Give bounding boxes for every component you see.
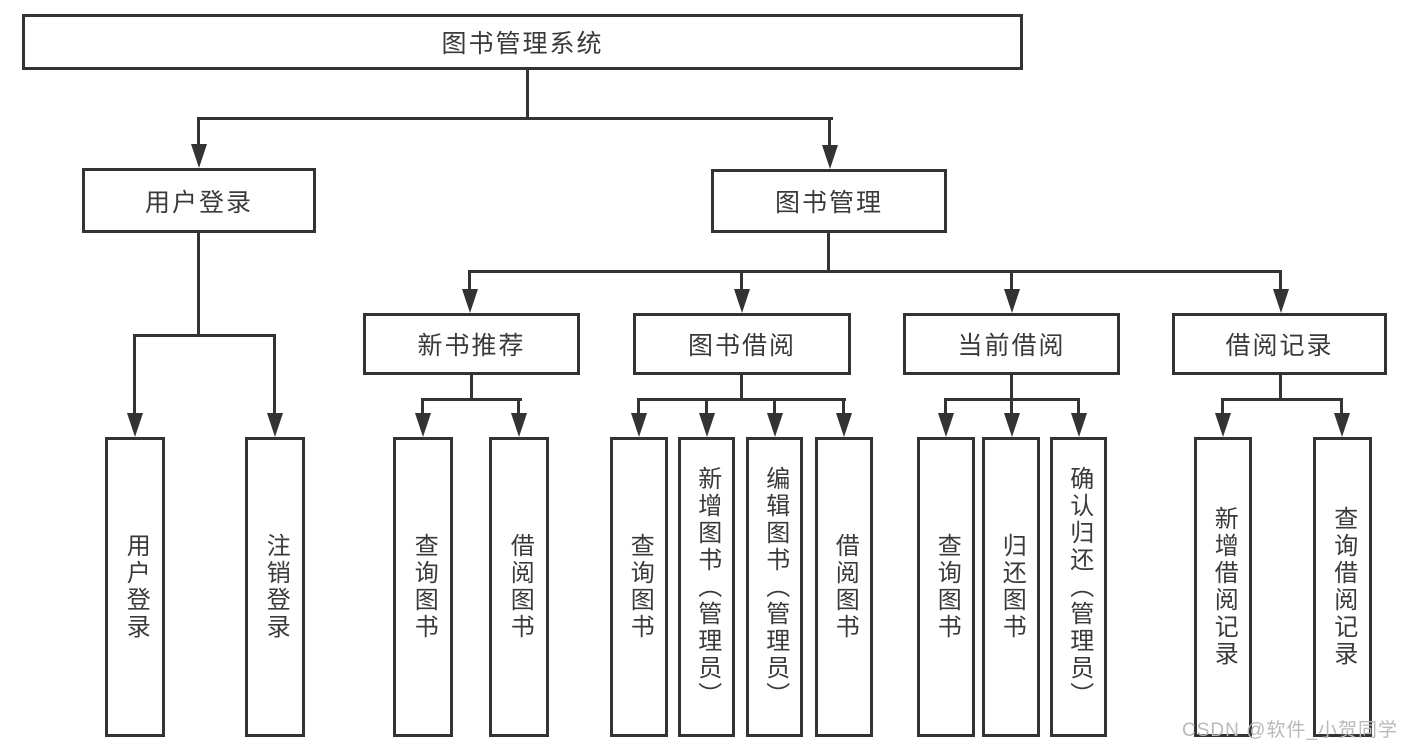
connector-line (133, 334, 276, 337)
arrow-down-icon (836, 413, 852, 437)
arrow-down-icon (734, 289, 750, 313)
leaf-add-borrow-record: 新增借阅记录 (1194, 437, 1252, 737)
arrow-down-icon (462, 289, 478, 313)
node-new-book-recommend: 新书推荐 (363, 313, 580, 375)
connector-line (773, 398, 776, 418)
connector-line (133, 334, 136, 418)
connector-line (1010, 375, 1013, 401)
connector-line (197, 233, 200, 336)
arrow-down-icon (127, 413, 143, 437)
arrow-down-icon (191, 144, 207, 168)
arrow-down-icon (938, 413, 954, 437)
leaf-query-books-borrowing: 查询图书 (610, 437, 668, 737)
connector-line (470, 375, 473, 401)
connector-line (526, 70, 529, 119)
connector-line (517, 398, 520, 418)
leaf-logout: 注销登录 (245, 437, 305, 737)
leaf-query-books-current: 查询图书 (917, 437, 975, 737)
node-book-borrowing: 图书借阅 (633, 313, 851, 375)
connector-line (827, 233, 830, 272)
connector-line (1279, 270, 1282, 293)
connector-line (1221, 398, 1224, 418)
leaf-borrow-books-borrowing: 借阅图书 (815, 437, 873, 737)
arrow-down-icon (1071, 413, 1087, 437)
connector-line (740, 270, 743, 293)
arrow-down-icon (767, 413, 783, 437)
watermark-text: CSDN @软件_小贺同学 (1182, 720, 1398, 741)
arrow-down-icon (699, 413, 715, 437)
leaf-borrow-books-recommend: 借阅图书 (489, 437, 549, 737)
connector-line (421, 398, 424, 418)
connector-line (705, 398, 708, 418)
leaf-user-login: 用户登录 (105, 437, 165, 737)
connector-line (1279, 375, 1282, 401)
connector-line (197, 117, 200, 148)
arrow-down-icon (267, 413, 283, 437)
leaf-confirm-return-admin: 确认归还（管理员） (1050, 437, 1107, 737)
node-root: 图书管理系统 (22, 14, 1023, 70)
connector-line (1010, 270, 1013, 293)
arrow-down-icon (1004, 413, 1020, 437)
connector-line (1340, 398, 1343, 418)
leaf-add-books-admin: 新增图书（管理员） (678, 437, 735, 737)
leaf-edit-books-admin: 编辑图书（管理员） (746, 437, 803, 737)
leaf-return-books: 归还图书 (982, 437, 1040, 737)
connector-line (273, 334, 276, 418)
connector-line (828, 117, 831, 148)
connector-line (637, 398, 846, 401)
connector-line (637, 398, 640, 418)
connector-line (468, 270, 471, 293)
arrow-down-icon (1215, 413, 1231, 437)
arrow-down-icon (822, 145, 838, 169)
connector-line (842, 398, 845, 418)
arrow-down-icon (511, 413, 527, 437)
leaf-query-borrow-record: 查询借阅记录 (1313, 437, 1372, 737)
node-borrow-records: 借阅记录 (1172, 313, 1387, 375)
node-book-management: 图书管理 (711, 169, 947, 233)
arrow-down-icon (631, 413, 647, 437)
node-current-borrowing: 当前借阅 (903, 313, 1120, 375)
connector-line (944, 398, 947, 418)
connector-line (421, 398, 522, 401)
node-user-login: 用户登录 (82, 168, 316, 233)
arrow-down-icon (415, 413, 431, 437)
connector-line (197, 117, 833, 120)
arrow-down-icon (1273, 289, 1289, 313)
connector-line (740, 375, 743, 401)
arrow-down-icon (1004, 289, 1020, 313)
connector-line (1010, 398, 1013, 418)
connector-line (1221, 398, 1342, 401)
connector-line (1077, 398, 1080, 418)
connector-line (468, 270, 1282, 273)
arrow-down-icon (1334, 413, 1350, 437)
leaf-query-books-recommend: 查询图书 (393, 437, 453, 737)
